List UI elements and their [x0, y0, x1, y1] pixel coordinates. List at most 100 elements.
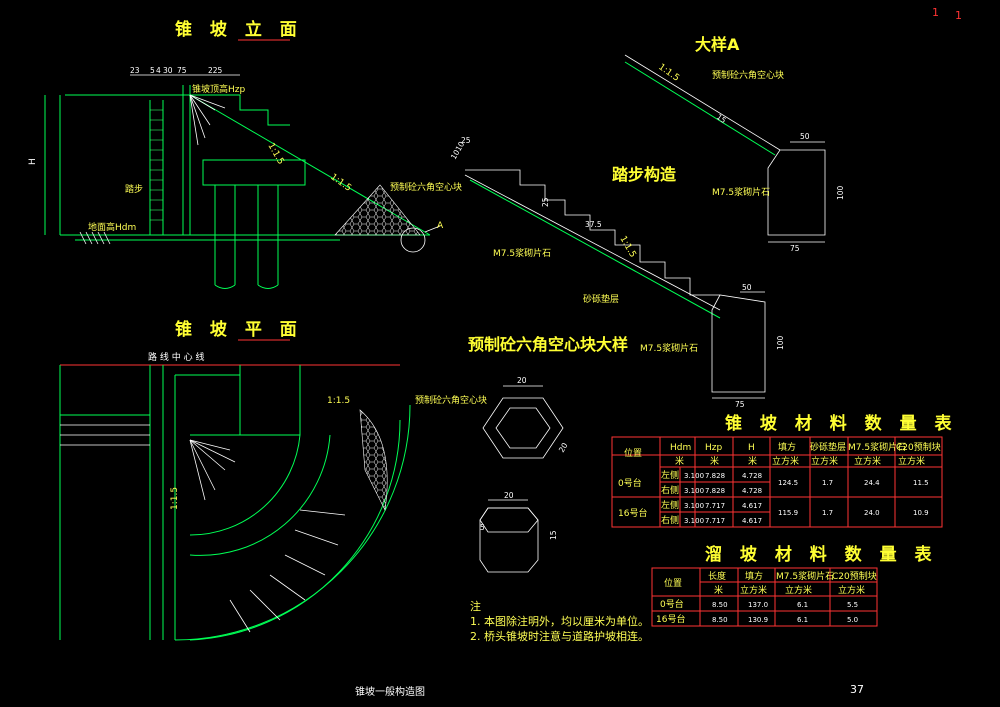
ct-stone-1: 24.0 — [864, 509, 880, 517]
ct-h-hzp: Hzp — [705, 443, 722, 453]
dim-hex-20b: 20 — [557, 441, 570, 454]
st-fill-1: 130.9 — [748, 616, 768, 624]
ct-h-0: 4.728 — [742, 472, 762, 480]
label-ground: 地面高Hdm — [88, 221, 136, 233]
notes-line-2: 2. 桥头锥坡时注意与道路护坡相连。 — [470, 629, 649, 643]
dim-25-a: 25 — [461, 136, 471, 145]
label-gravel: 砂砾垫层 — [583, 293, 619, 305]
st-h-pos: 位置 — [664, 577, 682, 589]
st-pos-16: 16号台 — [656, 613, 685, 625]
slide-slope-table: 溜 坡 材 料 数 量 表 位置 长度 填方 M7.5浆砌片石 C20预制块 米… — [651, 544, 938, 627]
st-u-fill: 立方米 — [740, 584, 767, 596]
ct-hdm-0: 3.100 — [684, 472, 704, 480]
ct-u-hzp: 米 — [710, 455, 719, 467]
detail-a-view: 大样A 1:1.5 预制砼六角空心块 15 50 100 75 M7.5浆砌片石 — [624, 35, 845, 253]
ratio-15f: 1:1.5 — [327, 396, 350, 406]
step-construction-view: 踏步构造 1010 25 25 37.5 1:1.5 M7.5浆砌片石 砂砾垫层… — [449, 136, 785, 409]
ratio-15a: 1:1.5 — [265, 142, 285, 167]
label-step: 踏步 — [125, 183, 143, 195]
drawing-title: 锥坡一般构造图 — [355, 685, 425, 698]
ct-side-3: 右侧 — [661, 514, 679, 526]
dim-hex-20c: 20 — [504, 491, 514, 500]
label-H: H — [28, 158, 38, 165]
ct-h-2: 4.617 — [742, 502, 762, 510]
ratio-15c: 1:1.5 — [617, 235, 637, 260]
ct-hzp-3: 7.717 — [705, 517, 725, 525]
st-stone-1: 6.1 — [797, 616, 808, 624]
st-stone-0: 6.1 — [797, 601, 808, 609]
st-h-block: C20预制块 — [832, 570, 877, 582]
dim-detA-15: 15 — [715, 112, 728, 125]
dim-23: 23 — [130, 66, 140, 75]
dim-detA-100: 100 — [836, 185, 845, 200]
ct-h-stone: M7.5浆砌片石 — [848, 441, 906, 453]
ct-u-block: 立方米 — [898, 455, 925, 467]
label-hex-block-3: 预制砼六角空心块 — [712, 69, 784, 81]
ct-hdm-3: 3.100 — [684, 517, 704, 525]
ct-u-h: 米 — [748, 455, 757, 467]
label-m75-2: M7.5浆砌片石 — [712, 186, 770, 198]
corner-mark-2: 1 — [955, 9, 962, 22]
ct-fill-1: 115.9 — [778, 509, 798, 517]
page-number: 37 — [850, 683, 864, 696]
st-len-0: 8.50 — [712, 601, 728, 609]
ct-h-pos: 位置 — [624, 447, 642, 459]
label-slope-top: 锥坡顶高Hzp — [192, 83, 245, 95]
ct-side-1: 右侧 — [661, 484, 679, 496]
label-hex-block-2: 预制砼六角空心块 — [415, 394, 487, 406]
dim-det2-75: 75 — [735, 400, 745, 409]
st-block-1: 5.0 — [847, 616, 858, 624]
ct-side-2: 左侧 — [661, 499, 679, 511]
label-m75-3: M7.5浆砌片石 — [640, 342, 698, 354]
slide-table-title: 溜 坡 材 料 数 量 表 — [705, 544, 938, 565]
label-mark-A: A — [437, 221, 444, 231]
st-h-fill: 填方 — [745, 570, 763, 582]
dim-75: 75 — [177, 66, 187, 75]
ct-fill-0: 124.5 — [778, 479, 798, 487]
ct-block-0: 11.5 — [913, 479, 929, 487]
hex-block-title: 预制砼六角空心块大样 — [468, 335, 628, 354]
plan-view: 锥 坡 平 面 路 线 中 心 线 1:1.5 — [59, 319, 487, 641]
elevation-title: 锥 坡 立 面 — [175, 19, 303, 40]
notes-title: 注 — [470, 599, 481, 613]
ct-block-1: 10.9 — [913, 509, 929, 517]
dim-4: 4 — [156, 66, 161, 75]
st-pos-0: 0号台 — [660, 598, 684, 610]
st-fill-0: 137.0 — [748, 601, 768, 609]
ct-stone-0: 24.4 — [864, 479, 880, 487]
hex-block-detail: 预制砼六角空心块大样 20 20 20 5 15 — [468, 335, 628, 573]
ct-pos-0: 0号台 — [618, 477, 642, 489]
cone-table-title: 锥 坡 材 料 数 量 表 — [725, 413, 958, 434]
ct-h-1: 4.728 — [742, 487, 762, 495]
ratio-15d: 1:1.5 — [656, 62, 681, 83]
dim-25-b: 25 — [541, 197, 550, 207]
notes: 注 1. 本图除注明外，均以厘米为单位。 2. 桥头锥坡时注意与道路护坡相连。 — [470, 599, 649, 643]
ratio-15b: 1:1.5 — [328, 172, 353, 193]
ct-h-block: C20预制块 — [896, 441, 941, 453]
ct-pos-16: 16号台 — [618, 507, 647, 519]
st-u-block: 立方米 — [838, 584, 865, 596]
ct-gravel-1: 1.7 — [822, 509, 833, 517]
dim-det2-50: 50 — [742, 283, 752, 292]
ct-h-hdm: Hdm — [670, 443, 691, 453]
st-u-len: 米 — [714, 584, 723, 596]
ct-gravel-0: 1.7 — [822, 479, 833, 487]
cone-slope-table: 锥 坡 材 料 数 量 表 位置 Hdm Hzp H 填方 砂砾垫层 M7.5浆… — [611, 413, 958, 528]
ct-h-fill: 填方 — [778, 441, 796, 453]
st-len-1: 8.50 — [712, 616, 728, 624]
ct-hzp-0: 7.828 — [705, 472, 725, 480]
st-h-len: 长度 — [708, 570, 726, 582]
elevation-view: 锥 坡 立 面 — [28, 19, 462, 289]
plan-title: 锥 坡 平 面 — [175, 319, 303, 340]
dim-37-5: 37.5 — [585, 220, 602, 229]
dim-detA-75: 75 — [790, 244, 800, 253]
label-hex-block-1: 预制砼六角空心块 — [390, 181, 462, 193]
ct-h-gravel: 砂砾垫层 — [810, 441, 846, 453]
dim-hex-20a: 20 — [517, 376, 527, 385]
dim-hex-15: 15 — [549, 530, 558, 540]
dim-hex-5: 5 — [480, 523, 485, 532]
ct-side-0: 左侧 — [661, 469, 679, 481]
dim-30: 30 — [163, 66, 173, 75]
dim-225: 225 — [208, 66, 223, 75]
